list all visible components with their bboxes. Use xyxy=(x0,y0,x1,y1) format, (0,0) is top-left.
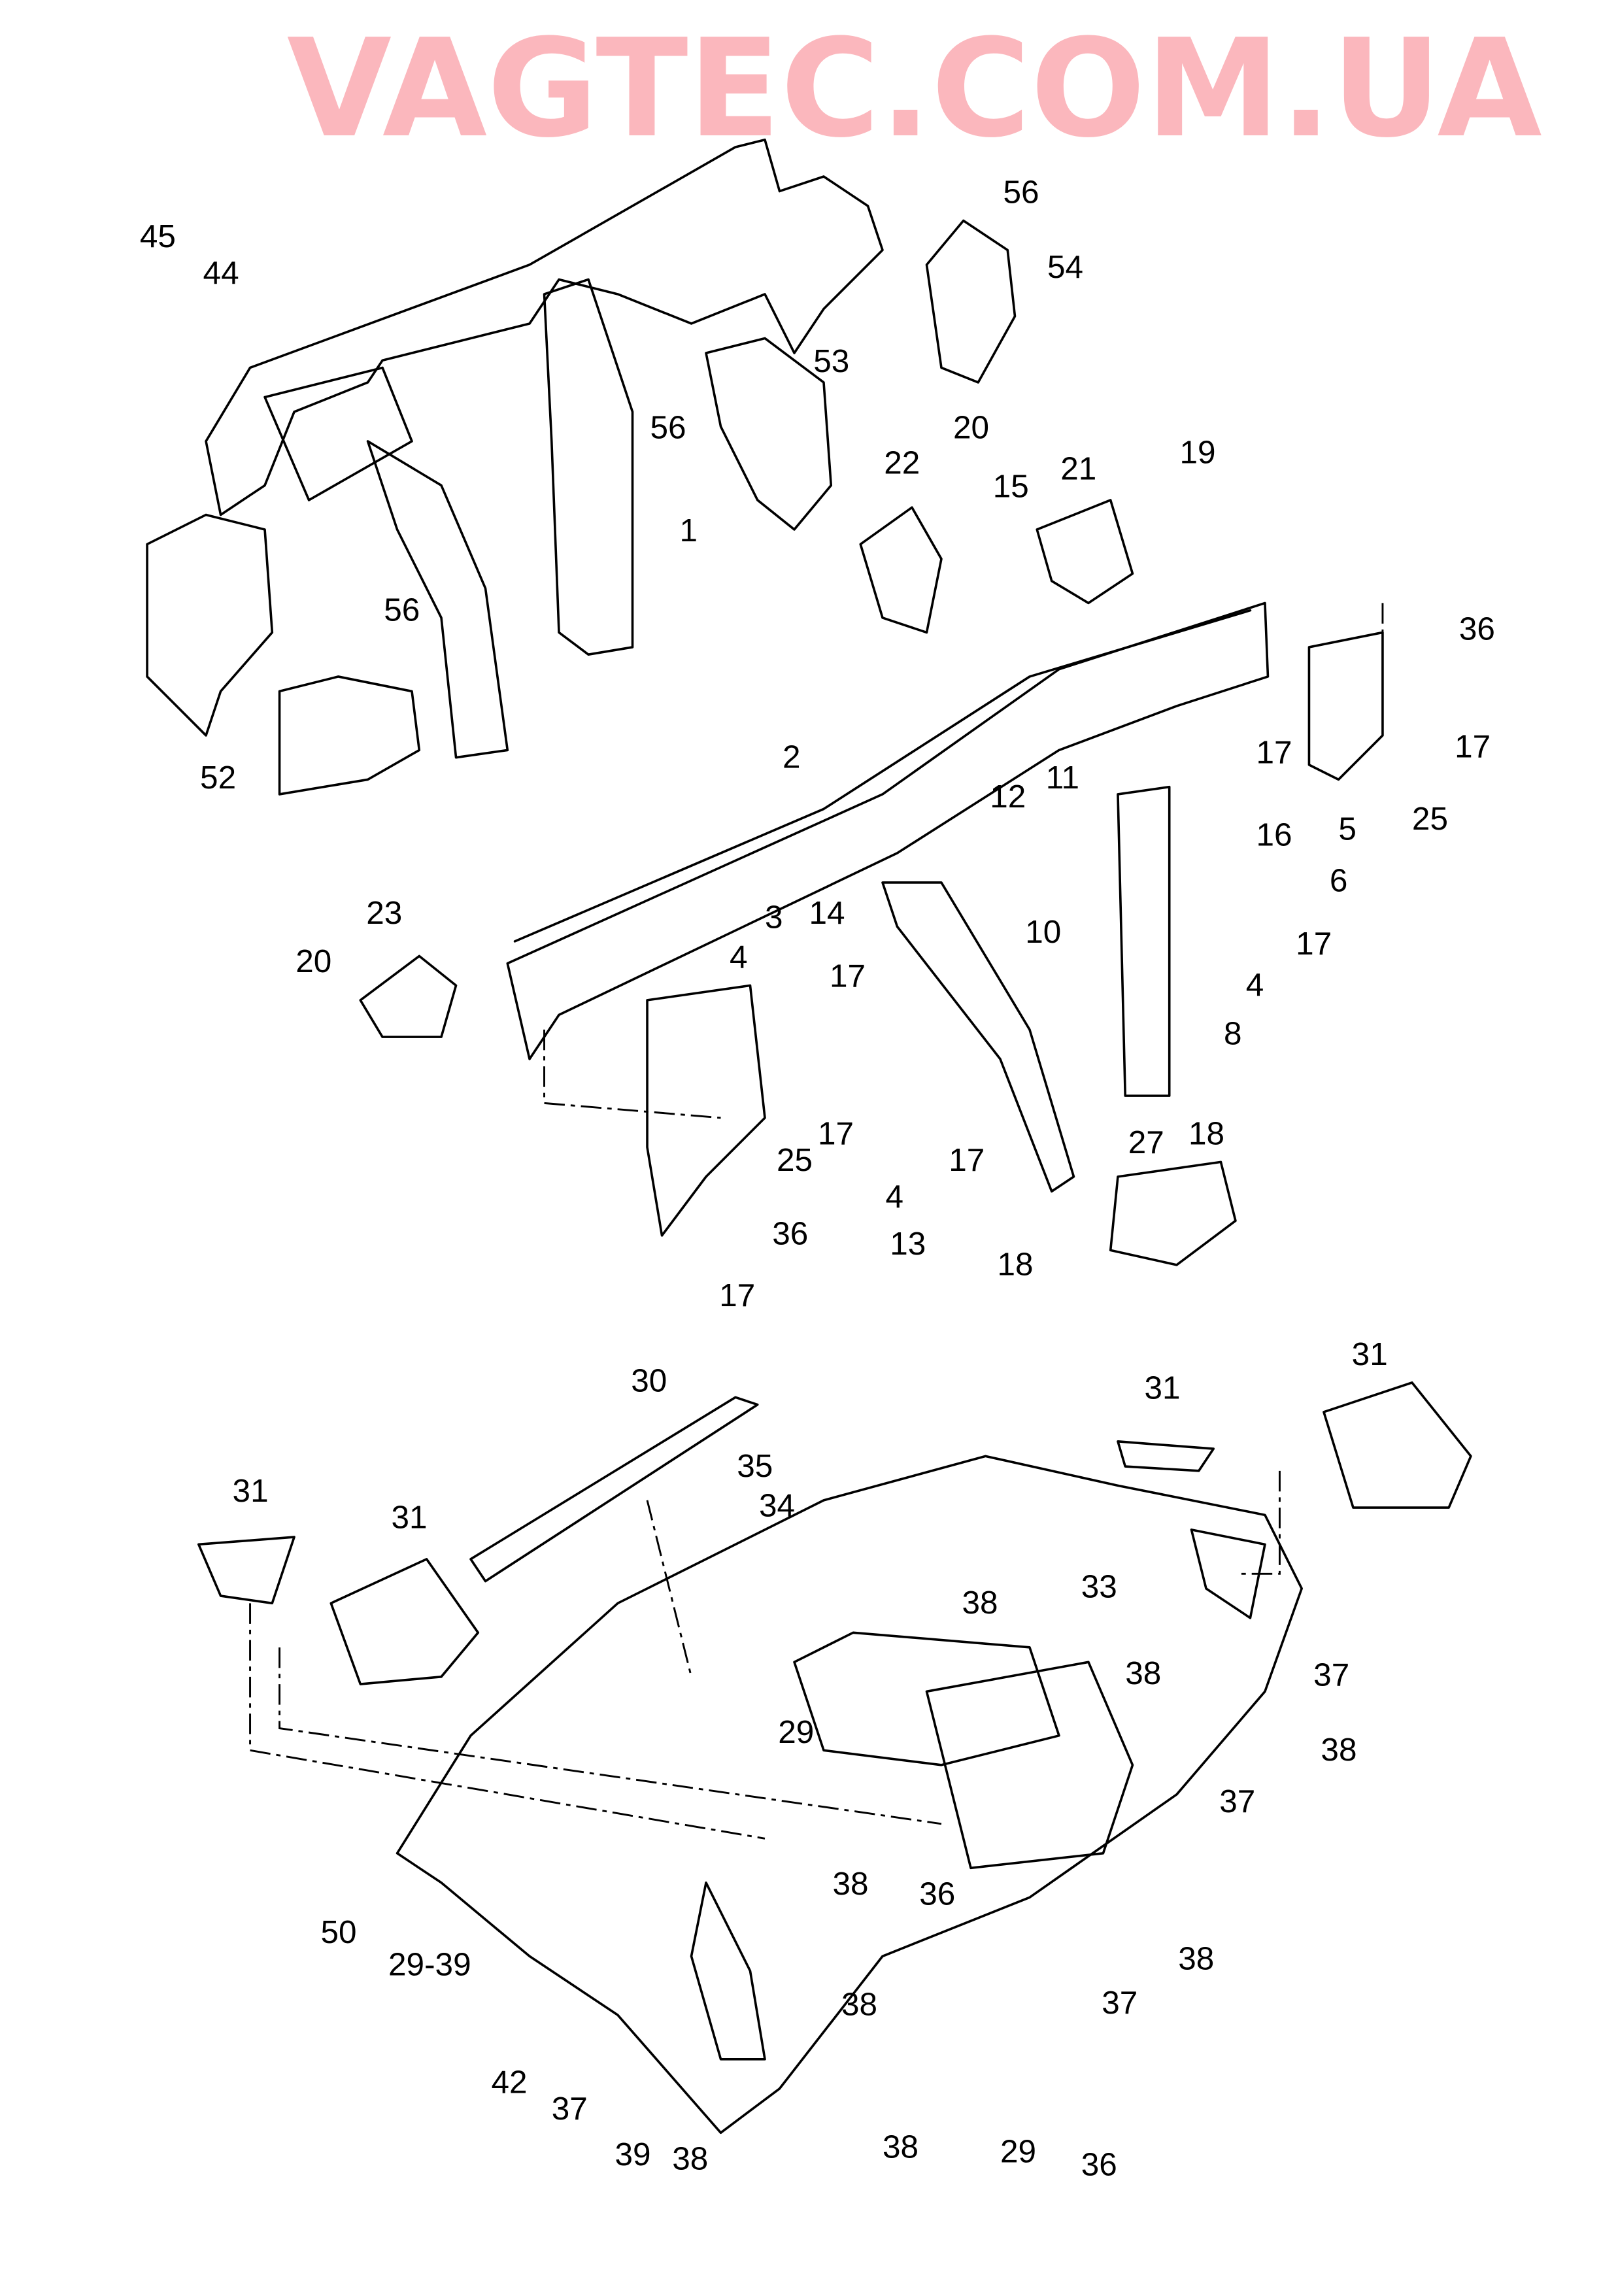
callout-label-31: 31 xyxy=(392,1500,428,1536)
cover-54 xyxy=(925,219,1017,384)
callout-label-44: 44 xyxy=(203,255,239,291)
callout-label-45: 45 xyxy=(140,218,176,254)
callout-label-31: 31 xyxy=(1352,1336,1388,1372)
callout-label-8: 8 xyxy=(1224,1015,1242,1051)
callout-label-17: 17 xyxy=(830,958,866,994)
callout-label-36: 36 xyxy=(919,1876,955,1912)
vent-31-left xyxy=(197,1536,295,1605)
callout-label-36: 36 xyxy=(1459,611,1495,647)
callout-label-14: 14 xyxy=(809,895,845,931)
callout-label-38: 38 xyxy=(1321,1732,1357,1768)
callout-label-39: 39 xyxy=(615,2136,651,2172)
bracket-22 xyxy=(859,506,943,634)
callout-label-37: 37 xyxy=(1313,1657,1349,1693)
callout-label-38: 38 xyxy=(672,2141,708,2177)
callout-label-4: 4 xyxy=(730,939,748,975)
callout-label-38: 38 xyxy=(962,1585,998,1621)
callout-label-6: 6 xyxy=(1330,862,1348,898)
callout-label-18: 18 xyxy=(1188,1115,1224,1151)
callout-label-20: 20 xyxy=(295,943,331,979)
callout-label-19: 19 xyxy=(1179,435,1215,471)
bracket-27 xyxy=(1109,1160,1237,1266)
callout-label-29-39: 29-39 xyxy=(388,1947,471,1983)
callout-label-38: 38 xyxy=(1178,1941,1214,1977)
vent-31-center xyxy=(1117,1440,1215,1472)
watermark: VAGTEC.COM.UA xyxy=(287,10,1542,167)
callout-label-38: 38 xyxy=(1125,1655,1161,1691)
callout-label-21: 21 xyxy=(1060,450,1096,486)
callout-label-27: 27 xyxy=(1128,1124,1164,1160)
callout-label-10: 10 xyxy=(1025,914,1061,950)
callout-label-15: 15 xyxy=(993,468,1029,504)
callout-label-29: 29 xyxy=(1000,2133,1036,2169)
callout-label-36: 36 xyxy=(772,1215,808,1251)
bracket-21 xyxy=(1036,499,1134,605)
callout-label-52: 52 xyxy=(200,760,236,796)
cross-tube-2 xyxy=(506,601,1384,1237)
callout-label-33: 33 xyxy=(1081,1568,1117,1604)
callout-label-56: 56 xyxy=(1003,174,1039,210)
callout-label-17: 17 xyxy=(949,1142,985,1178)
callout-label-42: 42 xyxy=(492,2065,528,2101)
vent-31-left-round xyxy=(329,1558,480,1685)
callout-label-18: 18 xyxy=(997,1247,1033,1283)
callout-label-38: 38 xyxy=(841,1986,877,2022)
callout-label-25: 25 xyxy=(1412,801,1448,837)
callout-label-17: 17 xyxy=(1256,735,1292,771)
callout-label-37: 37 xyxy=(1219,1783,1255,1819)
callout-label-31: 31 xyxy=(1144,1370,1180,1406)
callout-label-17: 17 xyxy=(818,1115,854,1151)
callout-label-17: 17 xyxy=(719,1277,755,1313)
dashboard-50 xyxy=(396,1455,1303,2135)
callout-label-56: 56 xyxy=(384,592,420,628)
callout-label-20: 20 xyxy=(953,409,989,445)
callout-label-2: 2 xyxy=(783,739,801,775)
callout-label-30: 30 xyxy=(631,1362,667,1398)
bracket-23 xyxy=(359,954,458,1038)
callout-label-5: 5 xyxy=(1338,811,1357,847)
callout-label-34: 34 xyxy=(759,1488,795,1524)
vent-31-right xyxy=(1323,1381,1472,1509)
callout-label-53: 53 xyxy=(813,343,849,379)
callout-label-17: 17 xyxy=(1455,729,1491,765)
callout-label-38: 38 xyxy=(832,1866,868,1902)
bracket-53 xyxy=(705,337,833,531)
callout-label-11: 11 xyxy=(1046,760,1079,796)
callout-label-50: 50 xyxy=(321,1914,357,1950)
callout-label-22: 22 xyxy=(884,445,920,481)
callout-label-31: 31 xyxy=(233,1473,269,1509)
callout-label-37: 37 xyxy=(1102,1985,1138,2021)
callout-label-36: 36 xyxy=(1081,2147,1117,2183)
vent-strip-30 xyxy=(469,1396,759,1583)
cross-member-frame-1 xyxy=(146,138,884,759)
callout-label-29: 29 xyxy=(778,1714,814,1750)
callout-label-35: 35 xyxy=(737,1448,773,1484)
callout-label-56: 56 xyxy=(650,409,686,445)
callout-label-4: 4 xyxy=(885,1179,903,1215)
callout-label-1: 1 xyxy=(680,513,698,549)
callout-label-16: 16 xyxy=(1256,817,1292,853)
bracket-52 xyxy=(278,675,421,796)
callout-label-37: 37 xyxy=(552,2091,588,2127)
callout-label-3: 3 xyxy=(765,900,783,936)
callout-label-38: 38 xyxy=(883,2129,919,2165)
callout-label-54: 54 xyxy=(1047,249,1083,285)
callout-label-17: 17 xyxy=(1296,926,1332,962)
callout-label-25: 25 xyxy=(777,1142,813,1178)
callout-label-23: 23 xyxy=(366,895,402,931)
callout-label-12: 12 xyxy=(990,779,1026,815)
callout-label-13: 13 xyxy=(890,1226,926,1262)
callout-label-4: 4 xyxy=(1246,967,1264,1003)
